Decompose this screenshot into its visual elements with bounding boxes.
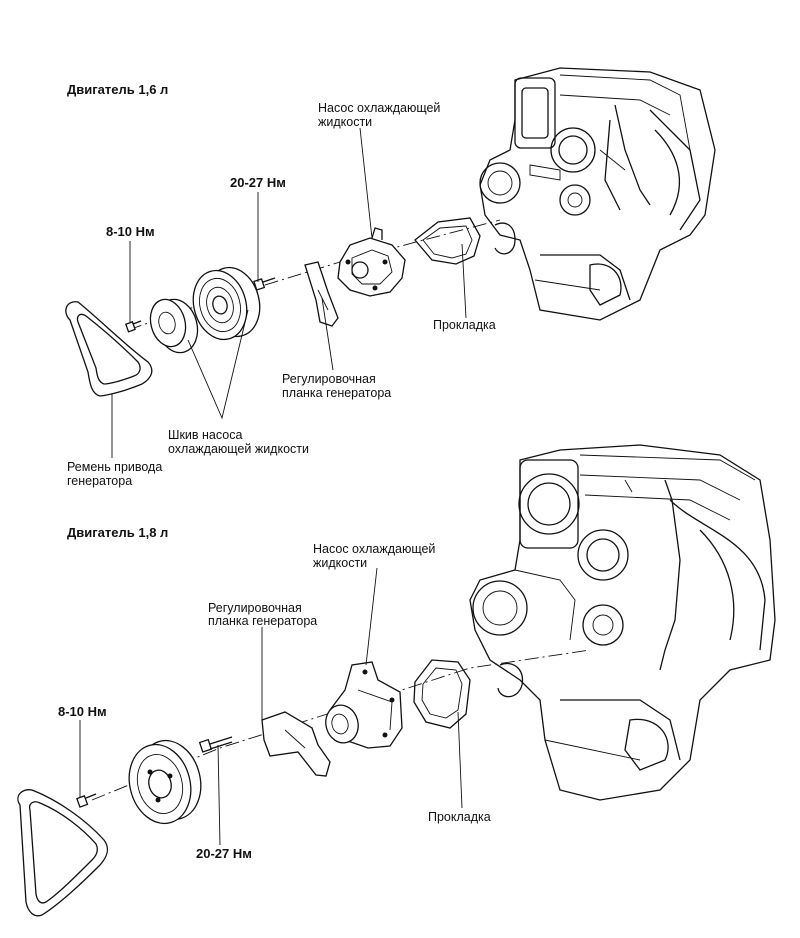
water-pump-top [337, 227, 406, 297]
torque-label-8-10-top: 8-10 Нм [106, 224, 155, 239]
bolt-8-10-top [124, 320, 142, 333]
bracket-label-top-line1: Регулировочная [282, 372, 376, 386]
torque-label-20-27-bottom: 20-27 Нм [196, 846, 252, 861]
pump-label-top-line2: жидкости [318, 115, 373, 129]
bolt-20-27-top [253, 277, 276, 291]
pump-pulley-bottom [128, 739, 202, 825]
gasket-top [414, 217, 481, 265]
gasket-label-top: Прокладка [433, 318, 496, 332]
engine-title-1-6: Двигатель 1,6 л [67, 82, 169, 97]
pump-label-top-line1: Насос охлаждающей [318, 101, 441, 115]
bracket-label-bottom-line2: планка генератора [208, 614, 318, 628]
engine-title-1-8: Двигатель 1,8 л [67, 525, 169, 540]
centerline-top [127, 219, 501, 331]
adjusting-bracket-top [304, 261, 339, 327]
pump-label-bottom-line2: жидкости [313, 556, 368, 570]
pulley-label-top-line2: охлаждающей жидкости [168, 442, 309, 456]
gasket-bottom [413, 659, 471, 729]
engine-block-bottom [469, 444, 776, 801]
drive-belt-top [65, 301, 153, 397]
pump-pulley-hub-top [149, 298, 199, 354]
pump-label-bottom-line1: Насос охлаждающей [313, 542, 436, 556]
belt-label-top-line2: генератора [67, 474, 133, 488]
engine-block-top [479, 67, 716, 321]
bracket-label-bottom-line1: Регулировочная [208, 601, 302, 615]
torque-label-8-10-bottom: 8-10 Нм [58, 704, 107, 719]
pump-pulley-top [192, 266, 261, 341]
bolt-8-10-bottom [76, 793, 97, 808]
gasket-label-bottom: Прокладка [428, 810, 491, 824]
drive-belt-bottom [17, 789, 109, 917]
belt-label-top-line1: Ремень привода [67, 460, 163, 474]
adjusting-bracket-bottom [261, 711, 331, 777]
bracket-label-top-line2: планка генератора [282, 386, 392, 400]
bolt-20-27-bottom [198, 736, 233, 753]
water-pump-bottom [325, 661, 403, 749]
torque-label-20-27-top: 20-27 Нм [230, 175, 286, 190]
pulley-label-top-line1: Шкив насоса [168, 428, 243, 442]
